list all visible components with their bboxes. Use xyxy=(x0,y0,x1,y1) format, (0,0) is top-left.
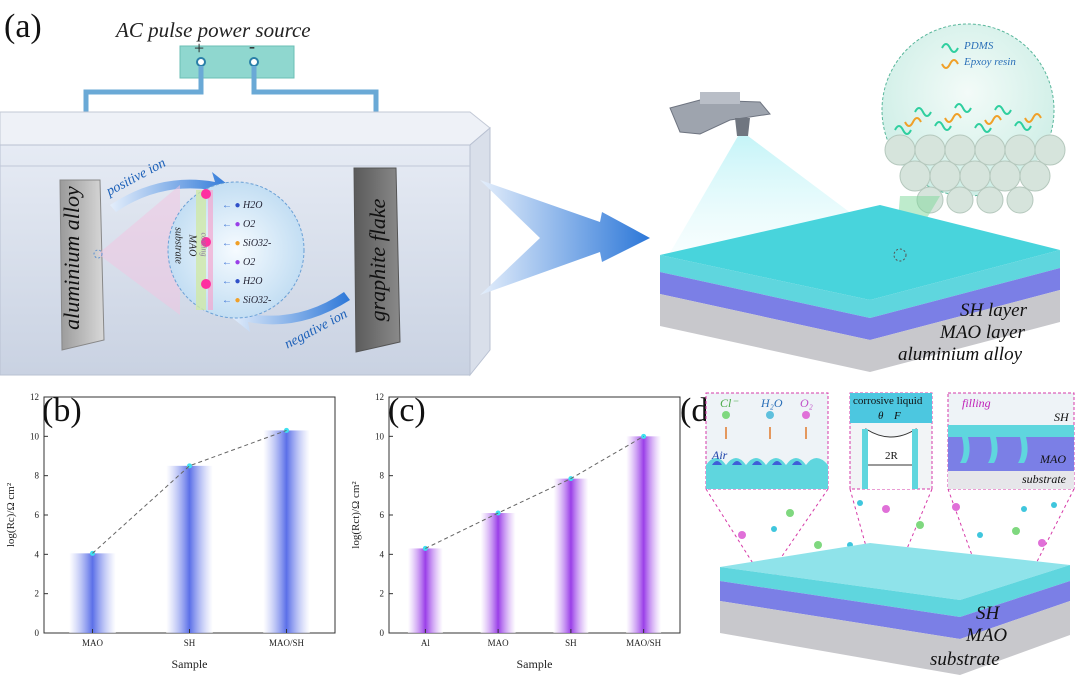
species-list: ← ● H2O ← ● O2 ← ● SiO32- ← ● O2 ← ● H2O… xyxy=(222,196,292,310)
y-tick-label: 10 xyxy=(30,431,40,441)
bar xyxy=(407,548,443,633)
species-row: ← ● SiO32- xyxy=(222,295,272,306)
y-tick-label: 6 xyxy=(380,510,385,520)
process-arrow xyxy=(480,180,650,295)
layer-mao-label: MAO layer xyxy=(940,322,1025,343)
y-tick-label: 10 xyxy=(375,431,385,441)
inset-force-label: F xyxy=(894,410,901,422)
plus-terminal xyxy=(196,57,206,67)
plus-sign: + xyxy=(194,38,205,58)
inset-cl-label: Cl⁻ xyxy=(720,396,738,410)
panel-a-diagram xyxy=(0,23,1066,377)
y-tick-label: 12 xyxy=(30,392,39,402)
panel-a-label: (a) xyxy=(4,8,42,45)
legend-pdms: PDMS xyxy=(964,40,994,52)
zoom-coating-label: coating xyxy=(199,232,209,257)
zoom-substrate-label: substrate xyxy=(172,227,184,264)
inset-filling-label: filling xyxy=(962,396,991,410)
x-axis-label: Sample xyxy=(172,657,208,671)
d-layer-sh-label: SH xyxy=(976,603,1000,624)
power-source-label: AC pulse power source xyxy=(116,18,311,42)
species-row: ← ● O2 xyxy=(222,257,256,268)
x-axis-label: Sample xyxy=(517,657,553,671)
anode-label: aluminium alloy xyxy=(59,186,84,330)
y-tick-label: 0 xyxy=(380,628,385,638)
inset-2r-label: 2R xyxy=(885,450,898,462)
x-tick-label: MAO xyxy=(82,638,104,648)
y-axis-label: log(Rc)/Ω cm² xyxy=(5,482,17,547)
y-tick-label: 6 xyxy=(35,510,40,520)
x-tick-label: MAO/SH xyxy=(269,638,305,648)
y-tick-label: 8 xyxy=(380,471,385,481)
panel-d-diagram xyxy=(705,392,1075,675)
bar xyxy=(626,436,662,633)
y-tick-label: 0 xyxy=(35,628,40,638)
y-axis-label: log(Rct)/Ω cm² xyxy=(350,481,362,549)
minus-terminal xyxy=(249,57,259,67)
x-tick-label: SH xyxy=(184,638,196,648)
minus-sign: - xyxy=(249,36,255,56)
x-tick-label: Al xyxy=(421,638,430,648)
d-layer-mao-label: MAO xyxy=(966,625,1008,646)
bar xyxy=(69,553,116,633)
x-tick-label: SH xyxy=(565,638,577,648)
bar xyxy=(263,430,310,633)
legend-epoxy: Epxoy resin xyxy=(964,56,1016,68)
trend-line xyxy=(425,435,644,549)
species-row: ← ● H2O xyxy=(222,200,263,211)
spray-gun-icon xyxy=(669,92,771,136)
inset-corrosive-title: corrosive liquid xyxy=(853,395,923,407)
species-row: ← ● H2O xyxy=(222,276,263,287)
d-layer-sub-label: substrate xyxy=(930,649,1000,670)
inset-o2-label: O₂ xyxy=(800,396,813,410)
bar-top-marker xyxy=(422,545,428,551)
layer-al-label: aluminium alloy xyxy=(898,344,1023,365)
layer-sh-label: SH layer xyxy=(960,300,1028,321)
y-tick-label: 4 xyxy=(35,549,40,559)
y-tick-label: 2 xyxy=(35,589,40,599)
inset-theta-label: θ xyxy=(878,410,884,422)
inset-mao-label: MAO xyxy=(1040,452,1066,466)
y-tick-label: 4 xyxy=(380,549,385,559)
y-tick-label: 8 xyxy=(35,471,40,481)
trend-line xyxy=(92,429,287,554)
inset-h2o-label: H₂O xyxy=(761,396,783,410)
x-tick-label: MAO xyxy=(488,638,510,648)
x-tick-label: MAO/SH xyxy=(626,638,662,648)
cathode-label: graphite flake xyxy=(365,198,390,322)
bar xyxy=(480,513,516,633)
species-row: ← ● SiO32- xyxy=(222,238,272,249)
y-tick-label: 12 xyxy=(375,392,384,402)
zoom-mao-label: MAO xyxy=(186,234,198,257)
inset-substrate-label: substrate xyxy=(1022,472,1067,486)
species-row: ← ● O2 xyxy=(222,219,256,230)
inset-sh-label: SH xyxy=(1054,410,1069,424)
inset-air-label: Air xyxy=(712,448,728,462)
panel-b-label: (b) xyxy=(42,392,82,429)
bar xyxy=(166,465,213,633)
bar xyxy=(553,478,589,633)
panel-c-label: (c) xyxy=(388,392,426,429)
y-tick-label: 2 xyxy=(380,589,385,599)
